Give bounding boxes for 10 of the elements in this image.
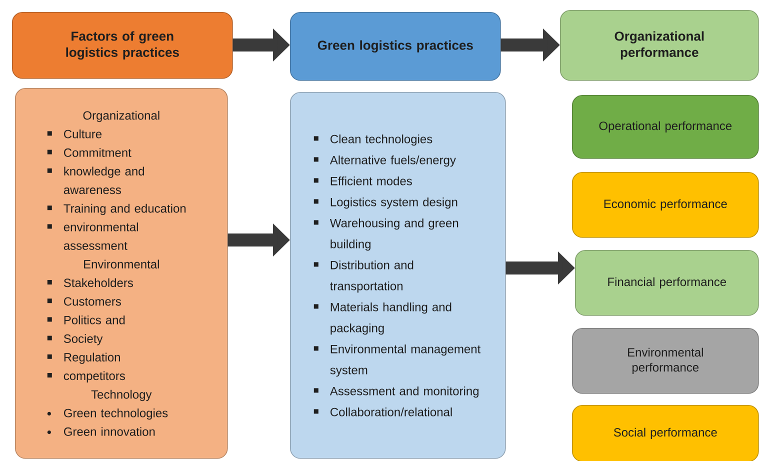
factor-list-box: Organizational Culture Commitment knowledge and awareness Training and education environmental assessment Environmental Stakeholders Customers Politics and Society Regulation competitors Technology Green technologies Green innovation — [15, 88, 228, 459]
heading-box: Factors of green logistics practices — [12, 12, 233, 79]
heading-box: Organizational performance — [560, 10, 759, 81]
heading-box: Green logistics practices — [290, 12, 501, 81]
practice-list-box: Clean technologies Alternative fuels/energy Efficient modes Logistics system design Warehousing and green building Distribution and transportation Materials handling and packaging Environmental management system Assessment and monitoring Collaboration/relational — [290, 92, 506, 459]
performance-box: Operational performance — [572, 95, 759, 159]
performance-box: Financial performance — [575, 250, 759, 316]
performance-box: Social performance — [572, 405, 759, 461]
performance-box: Economic performance — [572, 172, 759, 238]
performance-box: Environmental performance — [572, 328, 759, 394]
